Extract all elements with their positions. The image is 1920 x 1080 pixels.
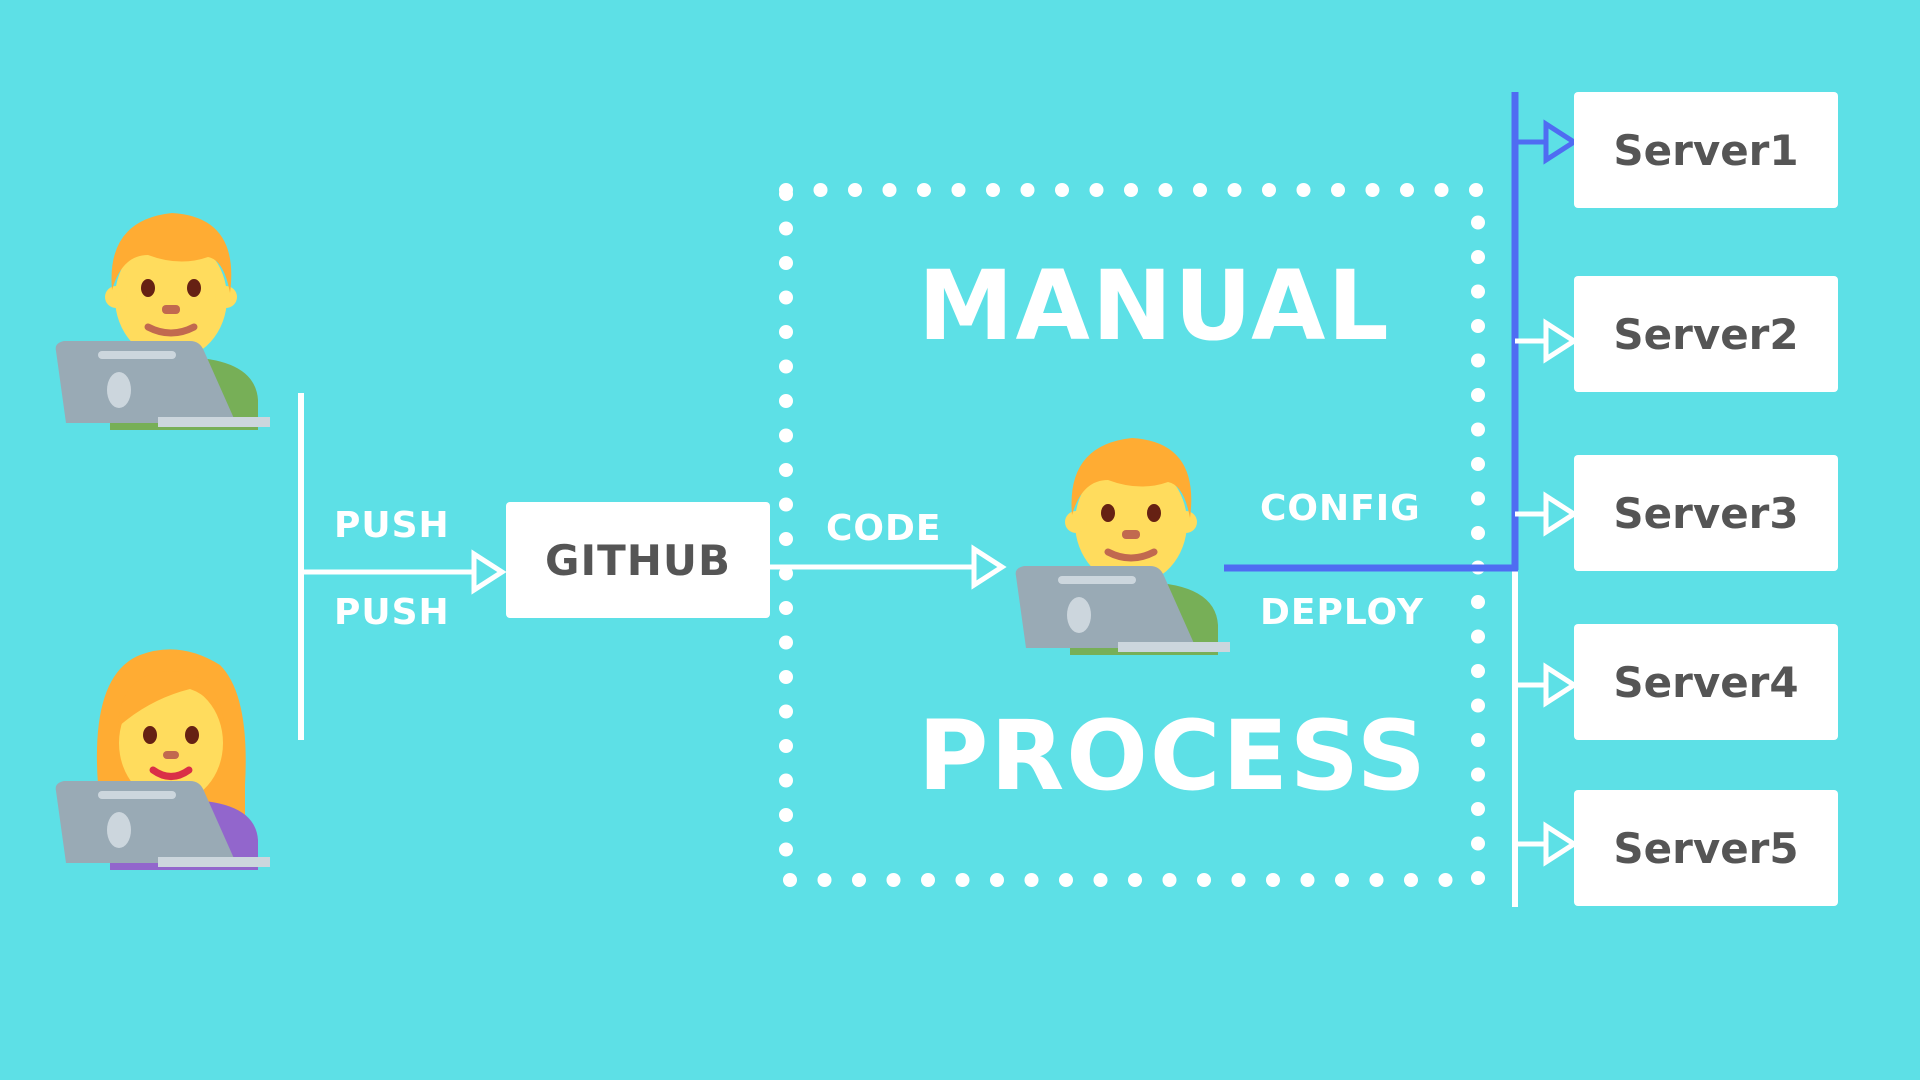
arrowhead-server5 [1543,821,1579,867]
push-label-top: PUSH [334,505,450,546]
server1-node: Server1 [1574,92,1838,208]
arrowhead-server1 [1543,119,1579,165]
process-title: PROCESS [918,700,1428,812]
arrowhead-server2 [1543,318,1579,364]
arrowhead-server4 [1543,662,1579,708]
arrowhead-server3 [1543,491,1579,537]
server4-node: Server4 [1574,624,1838,740]
config-label: CONFIG [1260,488,1421,529]
manual-title: MANUAL [918,250,1391,362]
code-arrowhead [971,544,1007,590]
operator-technologist-icon [1015,438,1230,655]
github-node: GITHUB [506,502,770,618]
manual-process-frame [779,183,1485,887]
server2-node: Server2 [1574,276,1838,392]
woman-technologist-icon [55,649,270,870]
code-label: CODE [826,508,942,549]
server5-node: Server5 [1574,790,1838,906]
man-technologist-icon [55,213,270,430]
server3-node: Server3 [1574,455,1838,571]
push-label-bottom: PUSH [334,592,450,633]
deploy-label: DEPLOY [1260,592,1424,633]
push-arrowhead [471,549,507,595]
